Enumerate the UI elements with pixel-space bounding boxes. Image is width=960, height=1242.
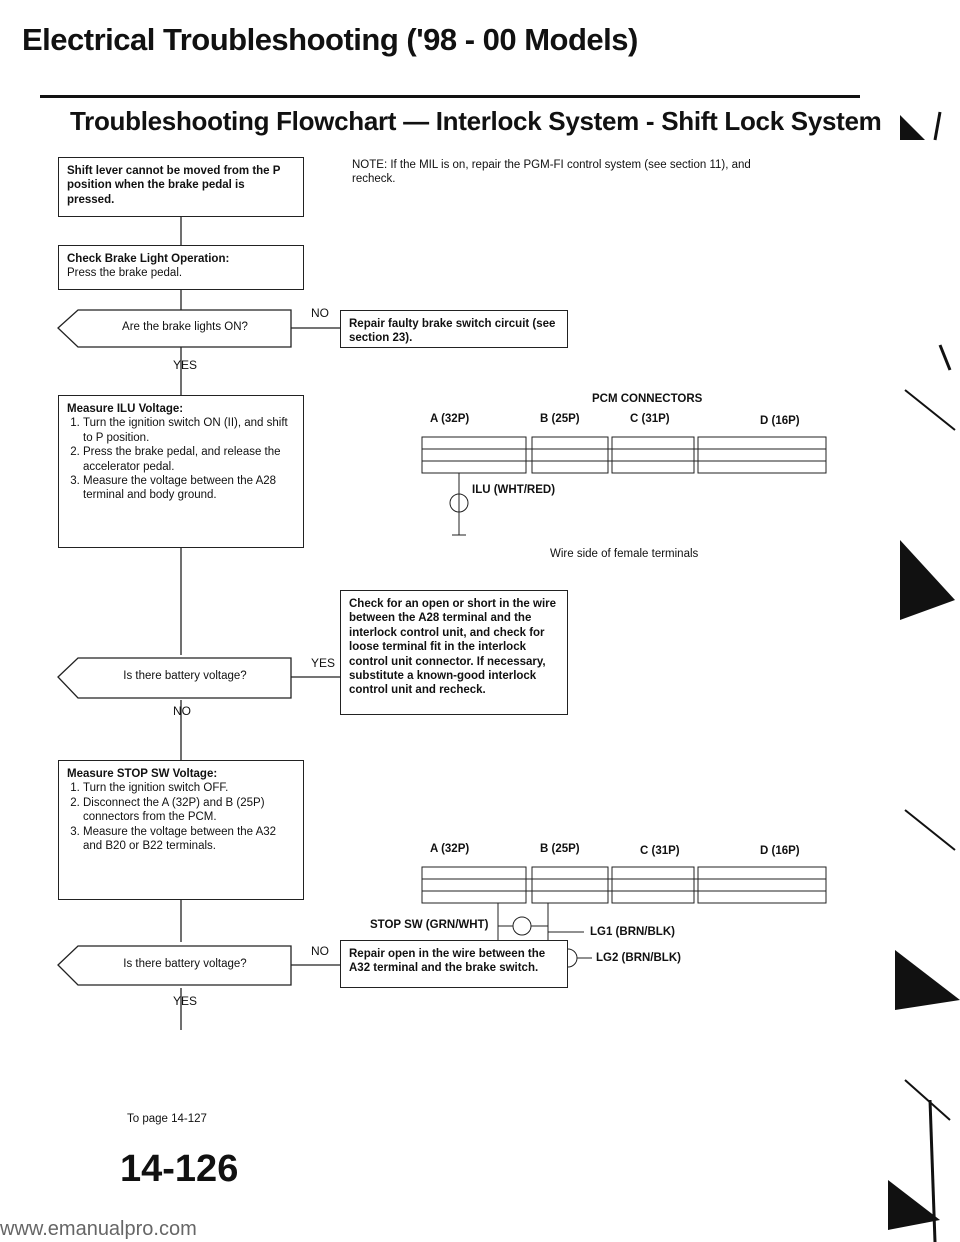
q3-yes: YES	[173, 994, 198, 1008]
measure-stop-sw-box: Measure STOP SW Voltage: Turn the igniti…	[58, 760, 304, 900]
q1-label: Are the brake lights ON?	[122, 321, 248, 333]
d2-wire-lg2: LG2 (BRN/BLK)	[596, 952, 681, 964]
start-box: Shift lever cannot be moved from the P p…	[58, 157, 304, 217]
step3-title: Measure STOP SW Voltage:	[67, 768, 218, 780]
d2-conn-a: A (32P)	[430, 843, 470, 855]
step2-item: Turn the ignition switch ON (II), and sh…	[83, 416, 295, 445]
section-title: Troubleshooting Flowchart — Interlock Sy…	[70, 106, 882, 136]
check-brake-light-box: Check Brake Light Operation: Press the b…	[58, 245, 304, 290]
step2-item: Press the brake pedal, and release the a…	[83, 445, 295, 474]
step2-item: Measure the voltage between the A28 term…	[83, 474, 295, 503]
step3-item: Measure the voltage between the A32 and …	[83, 825, 295, 854]
check-wire-box: Check for an open or short in the wire b…	[340, 590, 568, 715]
page-number: 14-126	[120, 1148, 239, 1190]
fix-brake-switch-box: Repair faulty brake switch circuit (see …	[340, 310, 568, 348]
pcm-connectors-title: PCM CONNECTORS	[592, 393, 703, 405]
q1-yes: YES	[173, 358, 198, 372]
measure-ilu-box: Measure ILU Voltage: Turn the ignition s…	[58, 395, 304, 548]
to-page-label: To page 14-127	[127, 1113, 207, 1125]
d2-conn-d: D (16P)	[760, 845, 800, 857]
note-text: NOTE: If the MIL is on, repair the PGM-F…	[352, 159, 751, 186]
step2-title: Measure ILU Voltage:	[67, 403, 184, 415]
q2-no: NO	[173, 704, 191, 718]
repair-open-box: Repair open in the wire between the A32 …	[340, 940, 568, 988]
d1-conn-d: D (16P)	[760, 415, 800, 427]
q2-label: Is there battery voltage?	[123, 670, 247, 682]
q2-yes: YES	[311, 656, 336, 670]
step3-item: Disconnect the A (32P) and B (25P) conne…	[83, 796, 295, 825]
d2-conn-c: C (31P)	[640, 845, 680, 857]
step1-title: Check Brake Light Operation:	[67, 253, 230, 265]
page-header-title: Electrical Troubleshooting ('98 - 00 Mod…	[22, 22, 638, 57]
watermark-url: www.emanualpro.com	[0, 1218, 197, 1240]
d1-wire-ilu: ILU (WHT/RED)	[472, 484, 556, 496]
q3-no: NO	[311, 944, 329, 958]
step1-body: Press the brake pedal.	[67, 267, 183, 280]
d2-conn-b: B (25P)	[540, 843, 580, 855]
step3-item: Turn the ignition switch OFF.	[83, 781, 295, 795]
d2-wire-stop: STOP SW (GRN/WHT)	[370, 919, 489, 931]
d1-conn-b: B (25P)	[540, 413, 580, 425]
q3-label: Is there battery voltage?	[123, 958, 247, 970]
d1-caption: Wire side of female terminals	[550, 548, 699, 560]
q1-no: NO	[311, 306, 329, 320]
d1-conn-c: C (31P)	[630, 413, 670, 425]
d1-conn-a: A (32P)	[430, 413, 470, 425]
d2-wire-lg1: LG1 (BRN/BLK)	[590, 926, 675, 938]
header-rule	[40, 95, 860, 98]
